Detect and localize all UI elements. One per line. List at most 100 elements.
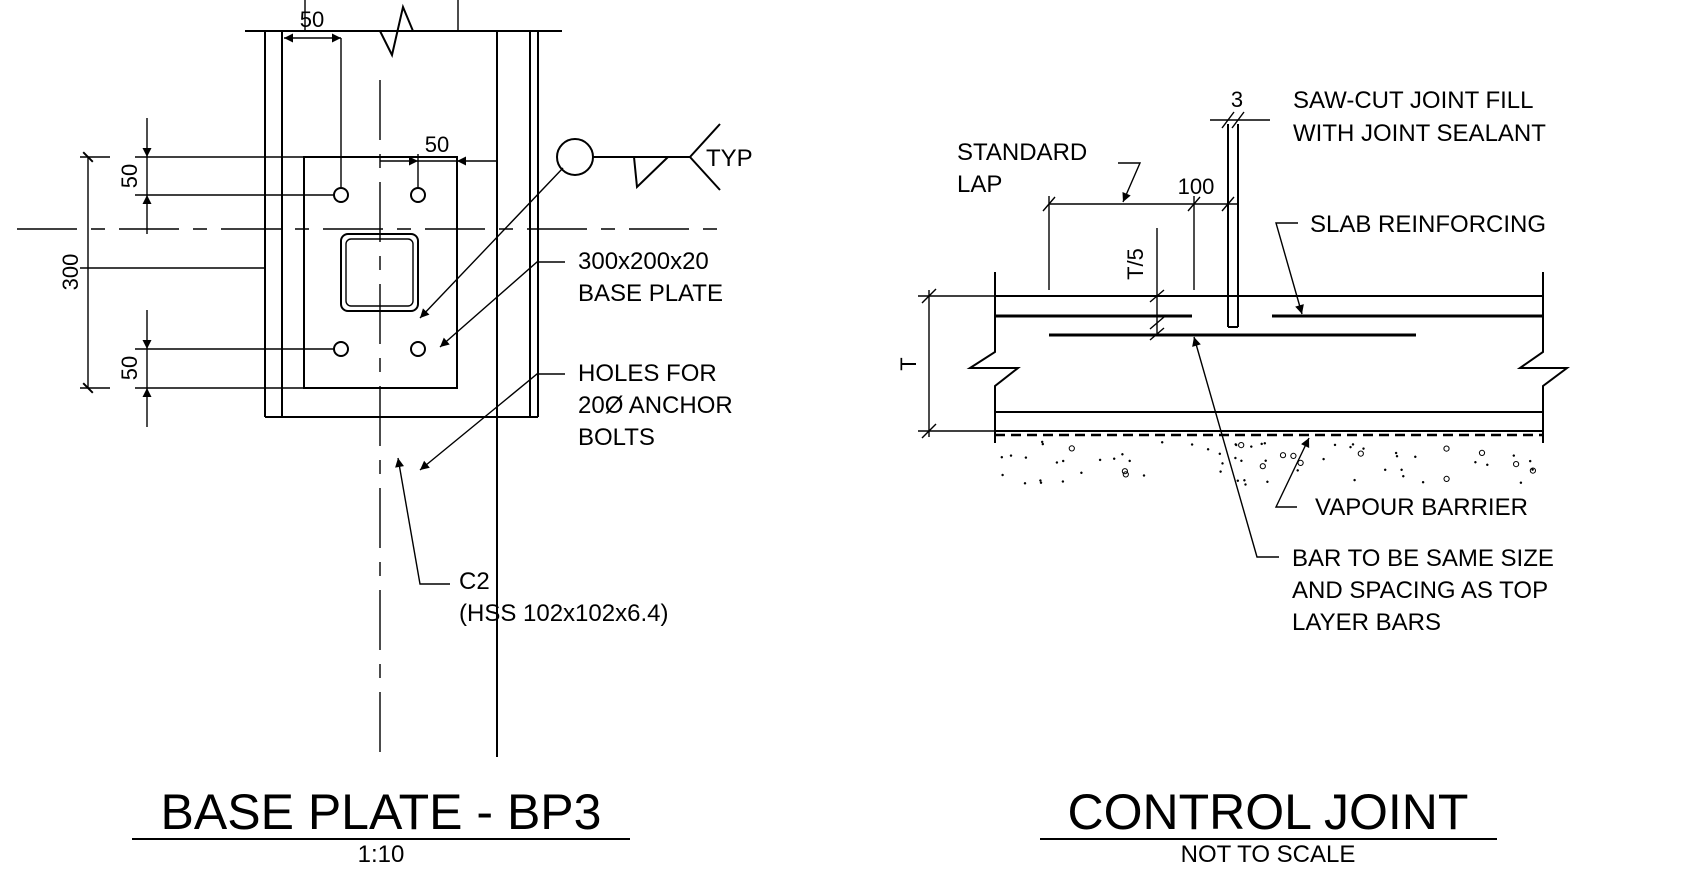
weld-typ-label: TYP: [706, 145, 753, 172]
dimension-left-50-top: 50: [117, 118, 152, 234]
base-plate-scale: 1:10: [358, 841, 405, 868]
subgrade-dot: [1486, 463, 1489, 467]
subgrade-dot: [1055, 461, 1059, 464]
subgrade-dot: [1512, 454, 1516, 457]
subgrade-dot: [1023, 482, 1027, 485]
subgrade-dot: [1128, 459, 1131, 463]
svg-text:SLAB REINFORCING: SLAB REINFORCING: [1310, 211, 1546, 238]
dimension-t-over-5: T/5: [1123, 228, 1192, 341]
subgrade-dot: [1279, 452, 1287, 459]
svg-text:20Ø ANCHOR: 20Ø ANCHOR: [578, 392, 733, 419]
subgrade-dot: [1206, 448, 1210, 451]
subgrade-dot: [1296, 469, 1299, 472]
subgrade-dot: [1528, 459, 1532, 463]
subgrade-dot: [1402, 474, 1405, 478]
subgrade-dot: [1142, 474, 1146, 477]
svg-text:HOLES FOR: HOLES FOR: [578, 360, 717, 387]
control-joint-scale: NOT TO SCALE: [1181, 841, 1356, 868]
dimension-saw-cut-3: 3: [1210, 87, 1270, 129]
bolt-hole: [333, 341, 349, 357]
control-joint-detail: 3 100 T/5 T: [896, 87, 1570, 868]
subgrade-dot: [1068, 445, 1075, 452]
svg-text:300x200x20: 300x200x20: [578, 248, 709, 275]
subgrade-dot: [1400, 468, 1403, 472]
svg-text:300: 300: [58, 254, 83, 291]
subgrade-dot: [1353, 478, 1356, 482]
dimension-slab-t: T: [896, 288, 995, 439]
subgrade-dot: [1024, 456, 1028, 459]
base-plate-detail: 50 50 50 300 50: [17, 0, 753, 868]
subgrade-dot: [1443, 445, 1450, 452]
svg-text:BAR TO BE SAME SIZE: BAR TO BE SAME SIZE: [1292, 545, 1554, 572]
subgrade-dot: [1238, 442, 1245, 449]
dimension-lap-100: 100: [1042, 174, 1238, 290]
subgrade-dot: [1414, 455, 1417, 459]
svg-text:100: 100: [1178, 174, 1215, 199]
subgrade-dot: [1221, 462, 1224, 465]
subgrade-dot: [1061, 459, 1065, 463]
svg-text:STANDARD: STANDARD: [957, 139, 1087, 166]
svg-text:BOLTS: BOLTS: [578, 424, 655, 451]
saw-cut-note: SAW-CUT JOINT FILL WITH JOINT SEALANT: [1293, 87, 1546, 147]
subgrade-dot: [1112, 457, 1116, 460]
column-note: C2 (HSS 102x102x6.4): [395, 457, 668, 627]
svg-text:LAYER BARS: LAYER BARS: [1292, 609, 1441, 636]
subgrade-dot: [1478, 449, 1486, 456]
subgrade-dot: [1000, 455, 1004, 459]
svg-text:50: 50: [300, 7, 324, 32]
subgrade-dot: [1001, 473, 1004, 477]
subgrade-dot: [1190, 443, 1194, 446]
subgrade-dot: [1519, 481, 1523, 484]
svg-text:AND SPACING AS TOP: AND SPACING AS TOP: [1292, 577, 1548, 604]
subgrade-dot: [1531, 468, 1534, 471]
anchor-bolt-holes: [333, 187, 426, 357]
subgrade-dot: [1121, 468, 1129, 475]
bolt-hole: [410, 187, 426, 203]
dimension-left-50-bottom: 50: [117, 310, 152, 427]
subgrade-dot: [1009, 454, 1013, 457]
base-plate-title: BASE PLATE - BP3: [161, 784, 602, 840]
svg-text:3: 3: [1231, 87, 1243, 112]
holes-note: HOLES FOR 20Ø ANCHOR BOLTS: [419, 360, 733, 471]
subgrade-dot: [1234, 443, 1237, 446]
vapour-barrier-note: VAPOUR BARRIER: [1274, 437, 1528, 521]
subgrade-dot: [1421, 480, 1425, 484]
bolt-hole: [410, 341, 426, 357]
subgrade-dot: [1080, 471, 1083, 475]
subgrade-dot: [1250, 445, 1253, 448]
subgrade-dot: [1264, 459, 1267, 462]
svg-text:T/5: T/5: [1123, 248, 1148, 280]
svg-text:50: 50: [425, 132, 449, 157]
subgrade-dot: [1260, 442, 1263, 446]
svg-text:T: T: [896, 357, 921, 370]
subgrade-dot: [1529, 467, 1537, 474]
subgrade-dot: [1349, 445, 1352, 449]
subgrade-dot: [1290, 452, 1297, 459]
svg-text:50: 50: [117, 356, 142, 380]
subgrade-dot: [1219, 470, 1222, 473]
subgrade-dot: [1243, 479, 1246, 482]
subgrade-dot: [1121, 453, 1124, 456]
subgrade-dot: [1122, 471, 1129, 478]
svg-text:50: 50: [117, 164, 142, 188]
dimension-top-50: 50: [284, 7, 341, 43]
subgrade-dot: [1240, 459, 1243, 463]
subgrade-dot: [1322, 457, 1325, 461]
subgrade-dot: [1234, 456, 1237, 460]
subgrade-dot: [1039, 481, 1043, 484]
svg-text:VAPOUR BARRIER: VAPOUR BARRIER: [1315, 494, 1528, 521]
subgrade-dot: [1362, 447, 1365, 450]
subgrade-hatch: [1000, 440, 1537, 486]
dimension-left-300: 300: [58, 151, 110, 394]
subgrade-dot: [1218, 452, 1222, 456]
subgrade-dot: [1259, 463, 1266, 470]
subgrade-dot: [1041, 442, 1045, 446]
subgrade-dot: [1351, 443, 1355, 446]
subgrade-dot: [1513, 461, 1520, 468]
svg-text:BASE PLATE: BASE PLATE: [578, 280, 723, 307]
slab-section: [966, 272, 1570, 443]
svg-text:SAW-CUT JOINT FILL: SAW-CUT JOINT FILL: [1293, 87, 1533, 114]
weld-symbol: TYP: [419, 123, 753, 319]
subgrade-dot: [1443, 475, 1450, 482]
subgrade-dot: [1383, 468, 1387, 472]
